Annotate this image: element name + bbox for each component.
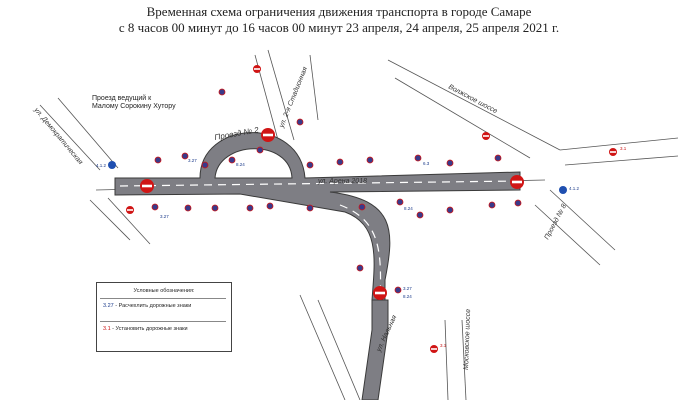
legend-code-install: 3.1: [103, 326, 111, 332]
svg-text:6.3: 6.3: [423, 161, 430, 166]
legend-divider-2: [100, 321, 226, 322]
legend-text-install: - Установить дорожные знаки: [110, 326, 188, 332]
legend: Условные обозначения: 3.27 - Расчехлить …: [96, 282, 232, 352]
blue-turn-signs: [108, 161, 567, 194]
detour-signs: [151, 88, 522, 294]
legend-divider: [100, 298, 226, 299]
street-label-moskovskoe: Московское шоссе: [463, 309, 472, 370]
legend-title: Условные обозначения:: [133, 288, 195, 294]
street-outlines: [39, 49, 678, 400]
street-label-volzhskoe: Волжское шоссе: [447, 84, 498, 116]
khutor-note-text: Проезд ведущий к Малому Сорокину Хутору: [92, 95, 176, 110]
street-label-proezd8: Проезд № 8: [543, 203, 568, 241]
svg-text:3.27: 3.27: [160, 214, 169, 219]
closed-road-network: [114, 132, 521, 400]
street-label-demokraticheskaya: ул. Демократическая: [32, 106, 84, 166]
map-title: Временная схема ограничения движения тра…: [146, 4, 532, 19]
street-label-arena: ул. Арена 2018: [317, 178, 367, 185]
svg-text:8.24: 8.24: [404, 206, 413, 211]
svg-text:4.1.2: 4.1.2: [569, 186, 580, 191]
no-entry-signs: [126, 65, 617, 353]
khutor-note: Проезд ведущий к Малому Сорокину Хутору: [92, 95, 176, 111]
svg-text:3.27: 3.27: [188, 158, 197, 163]
svg-text:8.24: 8.24: [403, 294, 412, 299]
svg-text:3.27: 3.27: [403, 286, 412, 291]
legend-text-uncover: - Расчехлить дорожные знаки: [113, 303, 192, 309]
map-subtitle: с 8 часов 00 минут до 16 часов 00 минут …: [118, 20, 560, 35]
sign-code-labels: 3.27 8.24 6.3 3.27 8.24 3.27 8.24 4.1.2 …: [96, 146, 627, 348]
svg-text:8.24: 8.24: [236, 162, 245, 167]
legend-item-install: 3.1 - Установить дорожные знаки: [103, 326, 227, 333]
legend-item-uncover: 3.27 - Расчехлить дорожные знаки: [103, 303, 227, 310]
svg-text:3.1: 3.1: [620, 146, 627, 151]
legend-code-uncover: 3.27: [103, 303, 114, 309]
svg-text:4.1.2: 4.1.2: [96, 163, 107, 168]
svg-text:3.1: 3.1: [440, 343, 447, 348]
